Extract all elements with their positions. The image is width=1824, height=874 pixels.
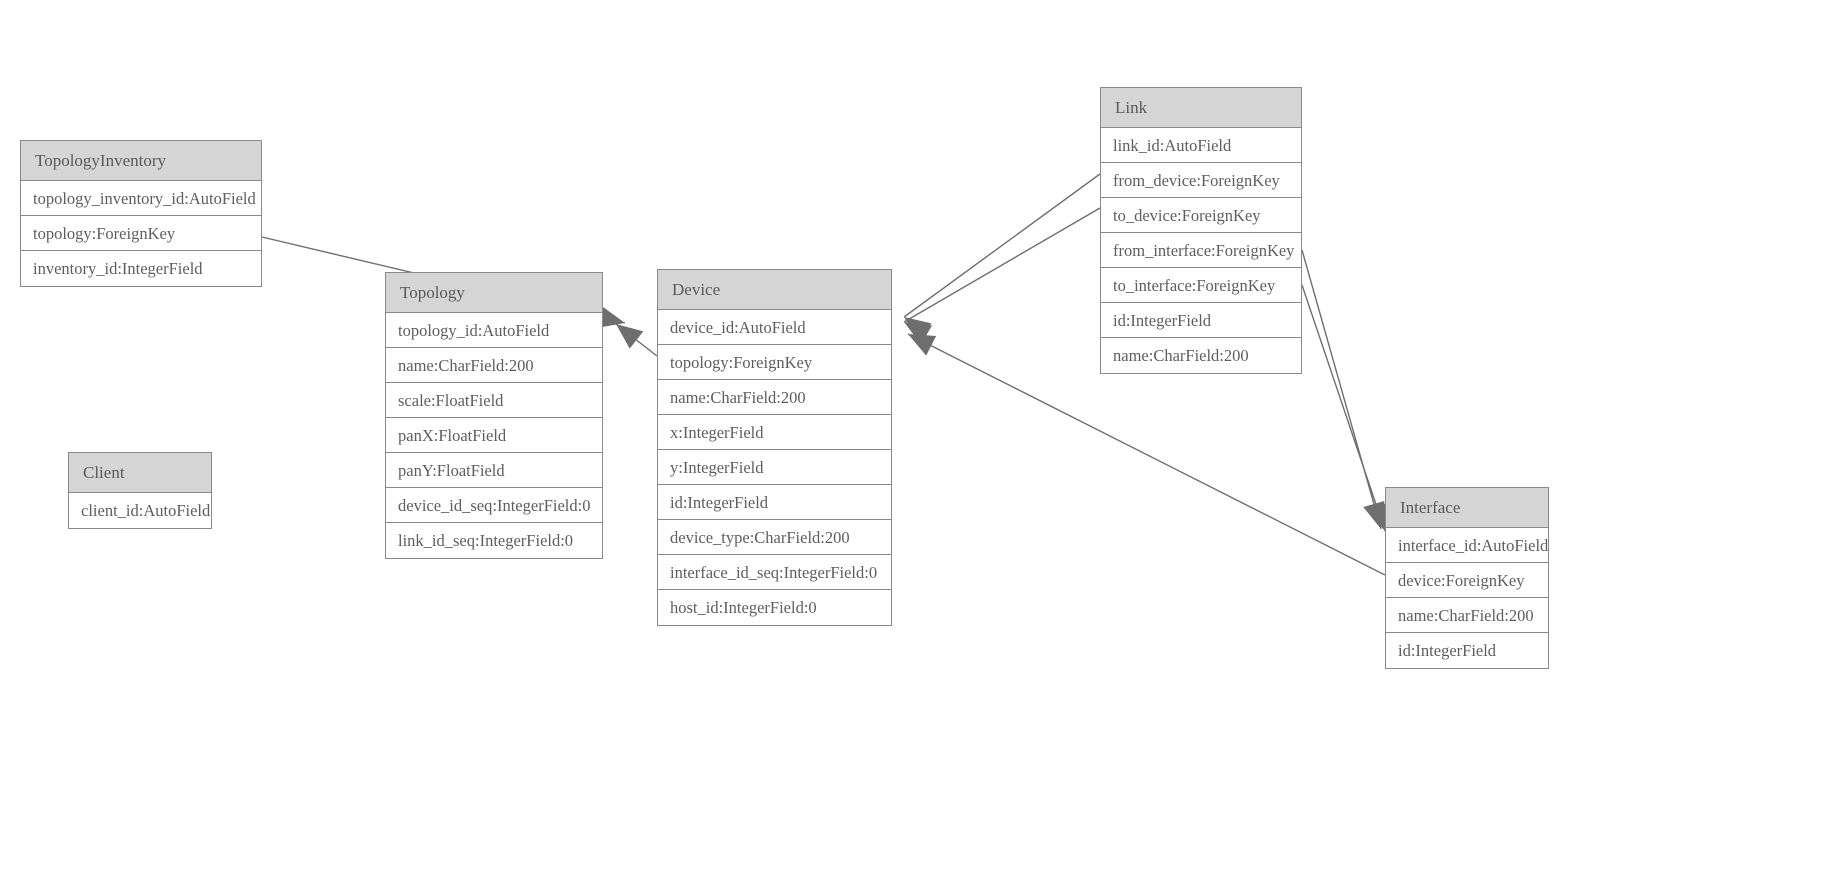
- relationship-arrowhead: [904, 317, 932, 342]
- relationship-line: [903, 173, 1101, 318]
- entity-field: host_id:IntegerField:0: [670, 598, 817, 617]
- entity-field: scale:FloatField: [386, 383, 602, 418]
- relationship-link-from_interface: [1301, 249, 1385, 530]
- entity-title-topology: Topology: [386, 273, 602, 313]
- entity-field: topology:ForeignKey: [658, 345, 891, 380]
- entity-field: name:CharField:200: [386, 348, 602, 383]
- relationship-device-topology: [615, 323, 658, 357]
- entity-field: to_device:ForeignKey: [1101, 198, 1301, 233]
- entity-title-device: Device: [658, 270, 891, 310]
- entity-field: device:ForeignKey: [1386, 563, 1548, 598]
- relationship-line: [903, 207, 1101, 323]
- entity-field: device_id:AutoField: [658, 310, 891, 345]
- entity-field: name:CharField:200: [1113, 346, 1249, 365]
- entity-client[interactable]: Client client_id:AutoField: [68, 452, 212, 529]
- entity-field: panY:FloatField: [386, 453, 602, 488]
- entity-field: from_interface:ForeignKey: [1101, 233, 1301, 268]
- relationship-link-to_device: [903, 207, 1101, 345]
- entity-field: x:IntegerField: [658, 415, 891, 450]
- entity-field: topology:ForeignKey: [21, 216, 261, 251]
- entity-field: link_id:AutoField: [1101, 128, 1301, 163]
- relationship-arrowhead: [616, 324, 644, 349]
- entity-field: to_interface:ForeignKey: [1101, 268, 1301, 303]
- entity-field: y:IntegerField: [658, 450, 891, 485]
- entity-field: topology_id:AutoField: [386, 313, 602, 348]
- entity-field: id:IntegerField: [1101, 303, 1301, 338]
- entity-field: device_id_seq:IntegerField:0: [386, 488, 602, 523]
- entity-title-client: Client: [69, 453, 211, 493]
- entity-title-link: Link: [1101, 88, 1301, 128]
- relationship-line: [1301, 249, 1382, 530]
- relationship-arrowhead: [908, 334, 937, 356]
- relationship-arrowhead: [904, 322, 933, 345]
- entity-field: from_device:ForeignKey: [1101, 163, 1301, 198]
- entity-field: device_type:CharField:200: [658, 520, 891, 555]
- entity-title-interface: Interface: [1386, 488, 1548, 528]
- entity-field: panX:FloatField: [386, 418, 602, 453]
- entity-field: link_id_seq:IntegerField:0: [398, 531, 574, 550]
- relationship-line: [1301, 284, 1386, 532]
- entity-field: interface_id:AutoField: [1386, 528, 1548, 563]
- relationship-link-to_interface: [1301, 284, 1387, 532]
- entity-title-topology_inventory: TopologyInventory: [21, 141, 261, 181]
- entity-field: name:CharField:200: [1386, 598, 1548, 633]
- entity-field: inventory_id:IntegerField: [33, 259, 203, 278]
- entity-field: id:IntegerField: [658, 485, 891, 520]
- entity-field: name:CharField:200: [658, 380, 891, 415]
- entity-field: client_id:AutoField: [81, 501, 211, 520]
- entity-field: id:IntegerField: [1398, 641, 1497, 660]
- entity-field: topology_inventory_id:AutoField: [21, 181, 261, 216]
- relationship-line: [615, 323, 658, 357]
- relationship-link-from_device: [903, 173, 1101, 342]
- entity-field: interface_id_seq:IntegerField:0: [658, 555, 891, 590]
